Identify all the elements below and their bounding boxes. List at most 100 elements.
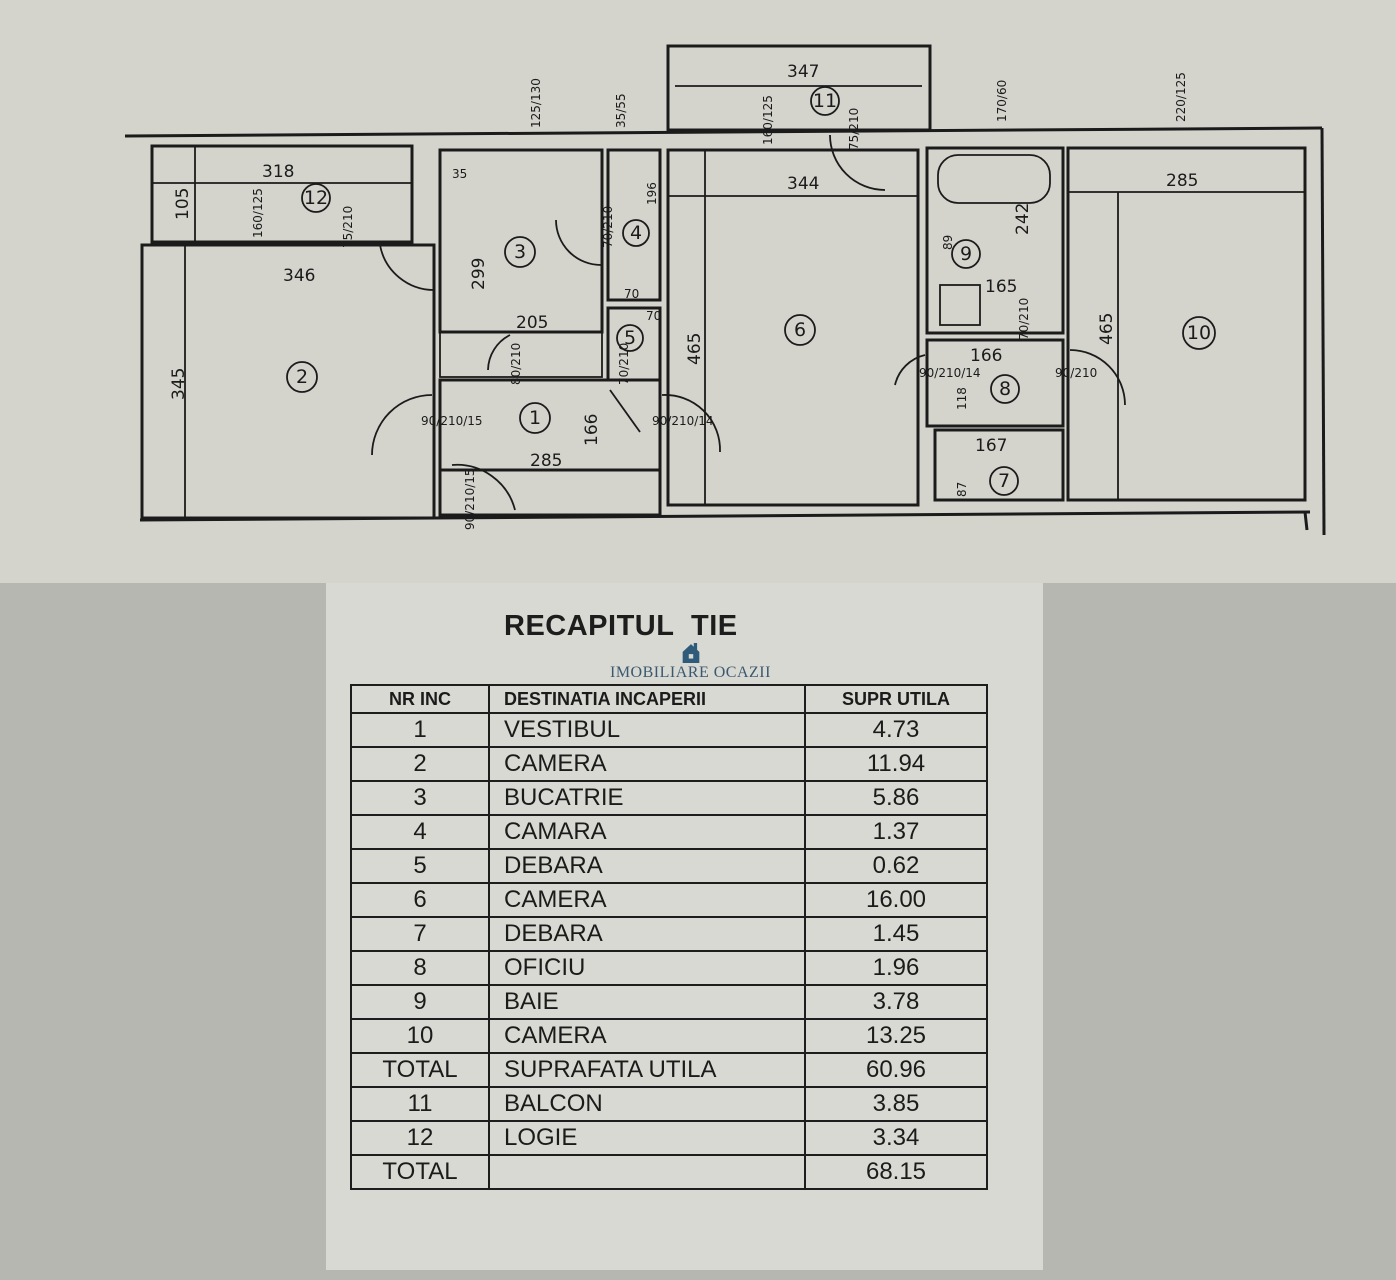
cell-area: 3.78 — [804, 984, 988, 1020]
dim-door-e: 75/210 — [341, 206, 355, 248]
dim-logia: 318 — [262, 162, 294, 182]
room-11-label: 11 — [813, 90, 837, 112]
cell-nr: 12 — [350, 1120, 490, 1156]
dim-door-f: 70/210 — [601, 206, 615, 248]
dim-room6-w: 344 — [787, 174, 819, 194]
dim-room3-h: 299 — [469, 258, 489, 290]
dim-room10-h: 465 — [1097, 313, 1117, 345]
cell-destination: DEBARA — [488, 848, 806, 884]
dim-room2-w: 346 — [283, 266, 315, 286]
cell-area: 11.94 — [804, 746, 988, 782]
door-swings — [371, 134, 1126, 511]
dim-room1-h: 166 — [582, 414, 602, 446]
dim-room4-h: 196 — [645, 182, 659, 205]
cell-area: 1.45 — [804, 916, 988, 952]
cell-nr: 11 — [350, 1086, 490, 1122]
room-4-label: 4 — [630, 222, 642, 244]
room-3-label: 3 — [514, 241, 526, 263]
cell-area: 0.62 — [804, 848, 988, 884]
room-6-label: 6 — [794, 319, 806, 341]
walls — [124, 44, 1326, 536]
cell-nr: 8 — [350, 950, 490, 986]
room-8-label: 8 — [999, 378, 1011, 400]
cell-destination: CAMERA — [488, 1018, 806, 1054]
dim-door-j: 90/210/15 — [463, 468, 477, 530]
cell-nr: TOTAL — [350, 1052, 490, 1088]
cell-nr: 6 — [350, 882, 490, 918]
dimensions: 347 318 105 346 345 299 205 285 166 196 … — [169, 62, 1198, 530]
dim-window-3: 160/125 — [761, 95, 775, 145]
summary-title: RECAPITUL TIE — [504, 610, 738, 642]
watermark: IMOBILIARE OCAZII — [610, 664, 771, 681]
cell-area: 4.73 — [804, 712, 988, 748]
floor-plan: 1 2 3 4 5 6 7 8 9 10 11 12 347 318 105 3… — [0, 0, 1396, 583]
dim-room9-h: 242 — [1013, 203, 1033, 235]
dim-window-4: 170/60 — [995, 80, 1009, 122]
cell-nr: 1 — [350, 712, 490, 748]
cell-destination: OFICIU — [488, 950, 806, 986]
cell-destination: CAMERA — [488, 746, 806, 782]
dim-room10-w: 285 — [1166, 171, 1198, 191]
cell-area: 16.00 — [804, 882, 988, 918]
dim-door-i: 70/210 — [1017, 298, 1031, 340]
dim-logia-depth: 105 — [173, 188, 193, 220]
house-logo-icon — [682, 643, 700, 663]
dim-small-35: 35 — [452, 167, 467, 181]
summary-table: NR INC DESTINATIA INCAPERII SUPR UTILA 1… — [350, 684, 988, 1190]
room-2-label: 2 — [296, 366, 308, 388]
dim-door-a: 90/210/15 — [421, 414, 483, 428]
cell-area: 3.34 — [804, 1120, 988, 1156]
dim-window-6: 160/125 — [251, 188, 265, 238]
cell-destination: SUPRAFATA UTILA — [488, 1052, 806, 1088]
room-9-label: 9 — [960, 243, 972, 265]
cell-destination: CAMARA — [488, 814, 806, 850]
cell-nr: 9 — [350, 984, 490, 1020]
cell-destination: BAIE — [488, 984, 806, 1020]
room-5-label: 5 — [624, 327, 636, 349]
cell-destination: BUCATRIE — [488, 780, 806, 816]
dim-window-5: 220/125 — [1174, 72, 1188, 122]
cell-nr: 3 — [350, 780, 490, 816]
cell-nr: 10 — [350, 1018, 490, 1054]
cell-nr: 7 — [350, 916, 490, 952]
dim-door-b: 90/210/14 — [652, 414, 714, 428]
room-1-label: 1 — [529, 407, 541, 429]
cell-destination: LOGIE — [488, 1120, 806, 1156]
dim-room1-w: 285 — [530, 451, 562, 471]
dim-room3-w: 205 — [516, 313, 548, 333]
table-header-row: NR INC DESTINATIA INCAPERII SUPR UTILA — [350, 684, 988, 714]
cell-destination: CAMERA — [488, 882, 806, 918]
dim-room7-w: 167 — [975, 436, 1007, 456]
cell-area: 1.96 — [804, 950, 988, 986]
cell-nr: 2 — [350, 746, 490, 782]
dim-room9-w: 165 — [985, 277, 1017, 297]
dim-balcony: 347 — [787, 62, 819, 82]
cell-destination: BALCON — [488, 1086, 806, 1122]
room-12-label: 12 — [304, 187, 328, 209]
floor-plan-drawing: 1 2 3 4 5 6 7 8 9 10 11 12 347 318 105 3… — [124, 44, 1326, 536]
dim-small-70b: 70 — [646, 309, 661, 323]
cell-destination: DEBARA — [488, 916, 806, 952]
dim-door-k: 75/210 — [847, 108, 861, 150]
dim-room2-h: 345 — [169, 368, 189, 400]
cell-area: 3.85 — [804, 1086, 988, 1122]
cell-nr: 4 — [350, 814, 490, 850]
cell-area: 13.25 — [804, 1018, 988, 1054]
room-10-label: 10 — [1187, 322, 1211, 344]
header-area: SUPR UTILA — [804, 684, 988, 714]
dim-room6-h: 465 — [685, 333, 705, 365]
cell-nr: 5 — [350, 848, 490, 884]
dim-room8-h: 118 — [955, 387, 969, 410]
